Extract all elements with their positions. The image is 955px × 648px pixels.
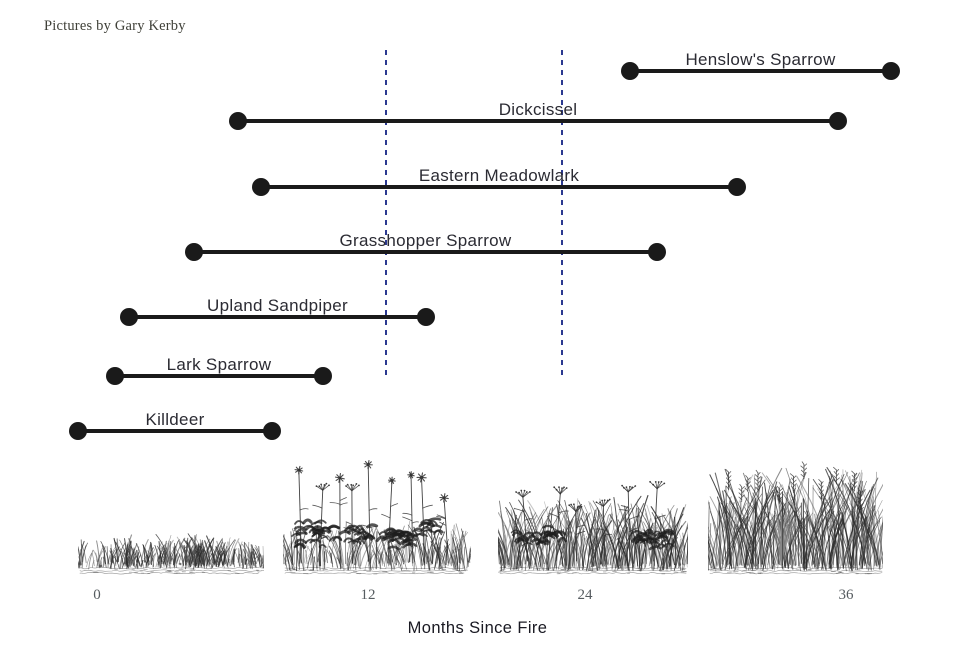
range-end-dot — [648, 243, 666, 261]
range-end-dot — [728, 178, 746, 196]
range-line — [194, 250, 657, 254]
range-end-dot — [314, 367, 332, 385]
species-label: Lark Sparrow — [166, 355, 272, 374]
picture-credit: Pictures by Gary Kerby — [44, 18, 186, 34]
grass-sketch-mixed — [498, 480, 688, 575]
range-start-dot — [229, 112, 247, 130]
range-start-dot — [69, 422, 87, 440]
range-start-dot — [106, 367, 124, 385]
range-end-dot — [829, 112, 847, 130]
x-axis-title: Months Since Fire — [407, 619, 548, 637]
species-label: Upland Sandpiper — [207, 296, 348, 315]
species-label: Dickcissel — [498, 100, 578, 119]
grass-sketch-tall — [708, 461, 883, 575]
species-range-grasshopper-sparrow: Grasshopper Sparrow — [185, 231, 666, 261]
vegetation-illustration-36-months — [708, 455, 883, 575]
species-range-upland-sandpiper: Upland Sandpiper — [120, 296, 435, 326]
species-range-killdeer: Killdeer — [69, 410, 281, 440]
grass-sketch-short — [78, 533, 264, 575]
x-tick-label-12: 12 — [360, 587, 376, 603]
month-guide-line — [561, 50, 563, 376]
x-tick-label-36: 36 — [838, 587, 854, 603]
vegetation-illustration-24-months — [498, 455, 688, 575]
range-start-dot — [252, 178, 270, 196]
range-start-dot — [621, 62, 639, 80]
range-line — [261, 185, 737, 189]
x-tick-label-24: 24 — [577, 587, 593, 603]
species-range-eastern-meadowlark: Eastern Meadowlark — [252, 166, 746, 196]
range-end-dot — [417, 308, 435, 326]
vegetation-illustration-12-months — [283, 455, 471, 575]
range-line — [129, 315, 426, 319]
species-label: Killdeer — [145, 410, 205, 429]
species-label: Henslow's Sparrow — [685, 50, 836, 69]
grass-sketch-forbs — [283, 459, 471, 575]
species-label: Grasshopper Sparrow — [339, 231, 512, 250]
range-start-dot — [185, 243, 203, 261]
species-range-dickcissel: Dickcissel — [229, 100, 847, 130]
range-end-dot — [882, 62, 900, 80]
range-end-dot — [263, 422, 281, 440]
month-guide-line — [385, 50, 387, 378]
vegetation-illustration-0-months — [78, 455, 264, 575]
range-line — [115, 374, 323, 378]
species-range-henslow-s-sparrow: Henslow's Sparrow — [621, 50, 900, 80]
range-start-dot — [120, 308, 138, 326]
range-line — [630, 69, 891, 73]
range-line — [238, 119, 838, 123]
x-tick-label-0: 0 — [93, 587, 101, 603]
species-range-lark-sparrow: Lark Sparrow — [106, 355, 332, 385]
range-line — [78, 429, 272, 433]
species-label: Eastern Meadowlark — [418, 166, 580, 185]
